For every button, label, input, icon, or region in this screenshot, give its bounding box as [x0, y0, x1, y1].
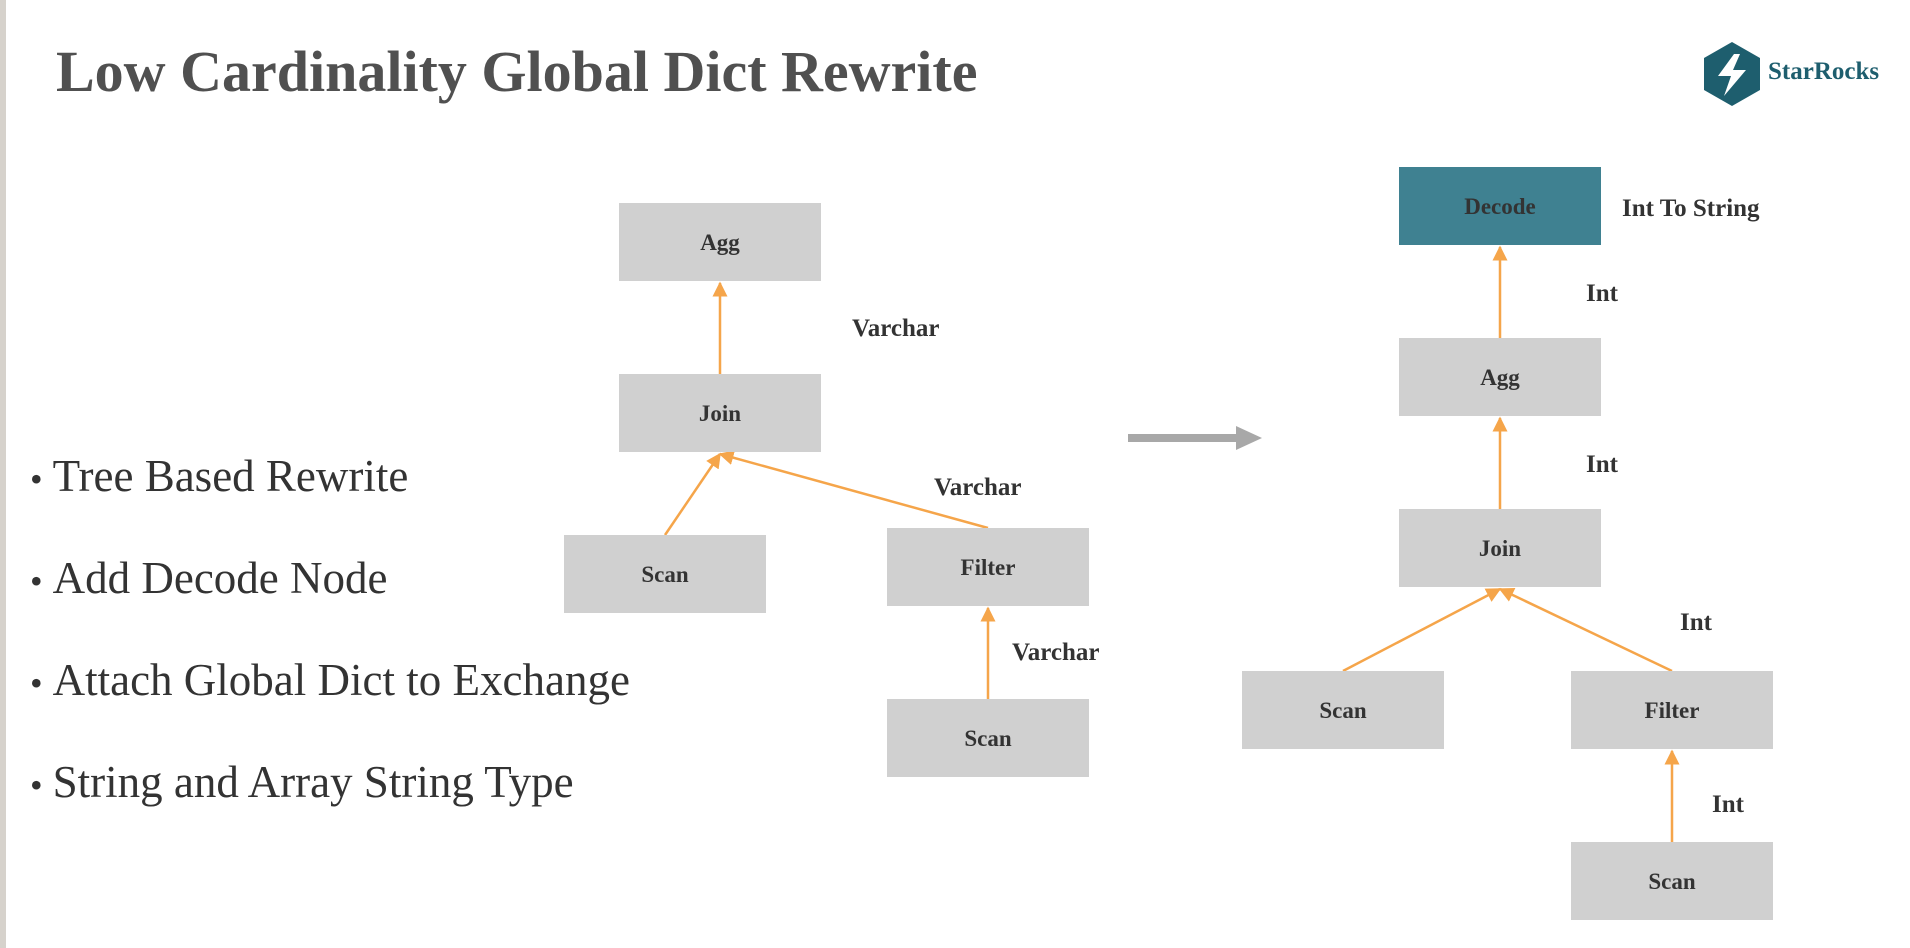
before-node-scan2	[887, 699, 1089, 777]
bullet-dot: •	[30, 663, 43, 703]
after-node-filter	[1571, 671, 1773, 749]
after-edge-label-filter-to-join: Int	[1680, 609, 1713, 636]
decode-note: Int To String	[1622, 195, 1760, 222]
before-edge-filter-to-join	[718, 450, 989, 530]
bullet-text: Tree Based Rewrite	[52, 451, 409, 501]
transform-arrow	[1128, 426, 1262, 450]
starrocks-logo-icon	[1704, 42, 1760, 106]
before-edge-label-join-to-agg: Varchar	[852, 315, 940, 342]
bullet-item: •Add Decode Node	[30, 552, 630, 604]
bullet-item: •Tree Based Rewrite	[30, 450, 630, 502]
bullet-list: •Tree Based Rewrite •Add Decode Node •At…	[30, 450, 630, 858]
bullet-item: •Attach Global Dict to Exchange	[30, 654, 630, 706]
before-node-label-agg: Agg	[700, 230, 740, 255]
after-node-label-filter: Filter	[1645, 698, 1700, 723]
after-node-agg	[1399, 338, 1601, 416]
before-node-label-join: Join	[699, 401, 741, 426]
bullet-item: •String and Array String Type	[30, 756, 630, 808]
after-node-decode	[1399, 167, 1601, 245]
after-node-join	[1399, 509, 1601, 587]
before-node-label-scan2: Scan	[964, 726, 1012, 751]
bullet-dot: •	[30, 459, 43, 499]
after-node-label-scan1: Scan	[1319, 698, 1367, 723]
brand-name: StarRocks	[1768, 58, 1880, 85]
after-node-scan2	[1571, 842, 1773, 920]
before-edge-label-filter-to-join: Varchar	[934, 474, 1022, 501]
before-node-label-scan1: Scan	[641, 562, 689, 587]
after-edge-scan1-to-join	[1342, 587, 1502, 673]
left-edge-rule	[0, 0, 6, 948]
slide-title: Low Cardinality Global Dict Rewrite	[56, 39, 978, 104]
after-node-label-scan2: Scan	[1648, 869, 1696, 894]
after-edge-label-join-to-agg: Int	[1586, 451, 1619, 478]
bullet-text: String and Array String Type	[52, 757, 574, 807]
before-edge-scan1-to-join	[663, 452, 722, 536]
after-edge-label-agg-to-decode: Int	[1586, 280, 1619, 307]
transform-arrow-head	[1236, 426, 1262, 450]
before-edge-label-scan2-to-filter: Varchar	[1012, 639, 1100, 666]
bullet-text: Attach Global Dict to Exchange	[52, 655, 630, 705]
before-node-filter	[887, 528, 1089, 606]
before-node-agg	[619, 203, 821, 281]
title-marker-shape	[6, 52, 40, 100]
after-edge-label-scan2-to-filter: Int	[1712, 791, 1745, 818]
after-node-label-agg: Agg	[1480, 365, 1520, 390]
bullet-dot: •	[30, 561, 43, 601]
before-node-label-filter: Filter	[961, 555, 1016, 580]
after-node-label-join: Join	[1479, 536, 1521, 561]
bullet-dot: •	[30, 765, 43, 805]
logo-bolt	[1718, 54, 1746, 96]
after-edge-filter-to-join	[1498, 587, 1673, 673]
before-node-join	[619, 374, 821, 452]
after-node-label-decode: Decode	[1464, 194, 1536, 219]
bullet-text: Add Decode Node	[52, 553, 388, 603]
after-node-scan1	[1242, 671, 1444, 749]
before-node-scan1	[564, 535, 766, 613]
